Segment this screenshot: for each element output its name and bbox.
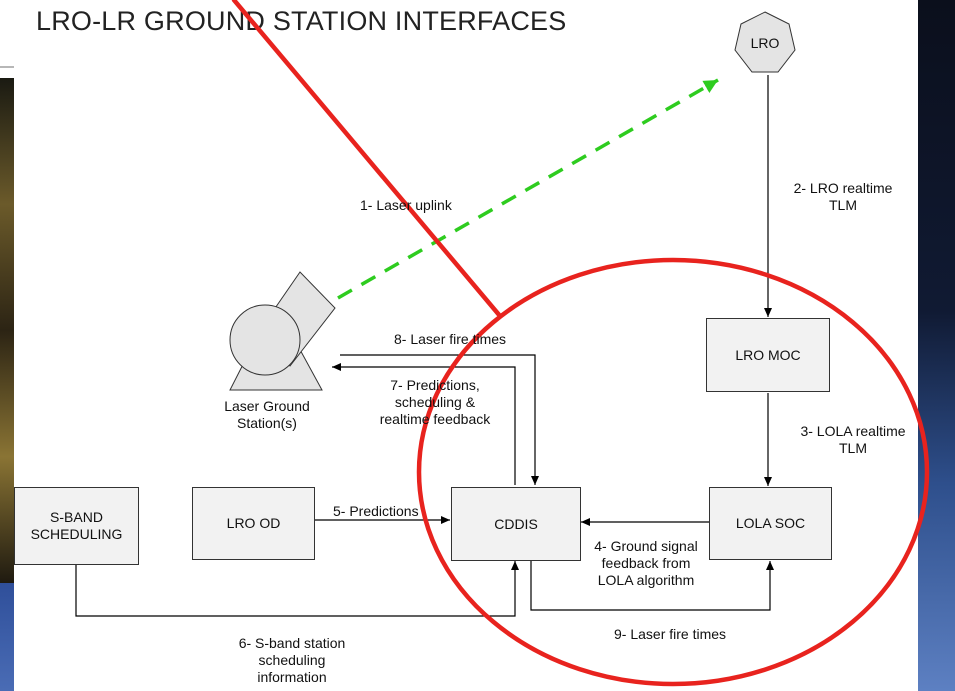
- lro-od-label: LRO OD: [226, 515, 281, 532]
- edge-label-lola-realtime: 3- LOLA realtime TLM: [788, 423, 918, 457]
- laser-gs-line1: Laser Ground: [224, 398, 310, 414]
- slide-divider: [0, 66, 14, 68]
- red-annotation-slash: [231, 0, 503, 319]
- edge-label-laser-fire-times-8: 8- Laser fire times: [394, 331, 507, 347]
- edge-label-laser-fire-times-9: 9- Laser fire times: [614, 626, 727, 642]
- lro-moc-label: LRO MOC: [735, 346, 801, 363]
- laser-uplink-arrow: [337, 78, 719, 300]
- edge-label-7-line1: 7- Predictions,: [390, 377, 480, 393]
- edge-label-4-line3: LOLA algorithm: [597, 572, 695, 589]
- sband-label-line2: SCHEDULING: [30, 526, 123, 542]
- sband-scheduling-box: S-BAND SCHEDULING: [14, 487, 139, 565]
- laser-ground-station-label: Laser Ground Station(s): [200, 398, 334, 432]
- edge-label-7-line3: realtime feedback: [379, 411, 491, 428]
- red-annotation-ellipse: [416, 257, 930, 687]
- edge-label-6-line2: scheduling: [258, 652, 326, 669]
- edge-label-sband-info: 6- S-band station scheduling information: [224, 635, 360, 686]
- background-blue-strip-left: [0, 583, 14, 691]
- edge-label-predictions: 5- Predictions: [333, 503, 419, 519]
- diagram-title: LRO-LR GROUND STATION INTERFACES: [36, 6, 567, 36]
- edge-cddis-to-gs: [332, 363, 516, 485]
- cddis-label: CDDIS: [494, 515, 538, 532]
- lro-od-box: LRO OD: [192, 487, 315, 560]
- background-blue-strip-right: [918, 0, 955, 691]
- edge-label-4-line2: feedback from: [601, 555, 691, 572]
- lro-node-shape: [734, 11, 796, 73]
- lola-soc-box: LOLA SOC: [709, 487, 832, 560]
- edge-label-2-line1: 2- LRO realtime: [793, 180, 893, 196]
- edge-label-2-line2: TLM: [829, 197, 857, 214]
- edge-label-7-line2: scheduling &: [394, 394, 476, 411]
- edge-gs-to-cddis: [340, 354, 539, 485]
- edge-label-6-line3: information: [257, 669, 327, 686]
- lro-moc-box: LRO MOC: [706, 318, 830, 392]
- edge-label-ground-signal: 4- Ground signal feedback from LOLA algo…: [581, 538, 711, 589]
- edge-label-lro-realtime: 2- LRO realtime TLM: [783, 180, 903, 214]
- background-photo-strip: [0, 78, 14, 583]
- edge-sband-to-cddis: [75, 561, 519, 617]
- edge-label-predictions-scheduling: 7- Predictions, scheduling & realtime fe…: [365, 377, 505, 428]
- edge-label-6-line1: 6- S-band station: [238, 635, 346, 651]
- edge-label-3-line1: 3- LOLA realtime: [800, 423, 906, 439]
- lola-soc-label: LOLA SOC: [735, 515, 806, 532]
- edge-label-3-line2: TLM: [839, 440, 867, 457]
- edge-label-laser-uplink: 1- Laser uplink: [360, 197, 452, 213]
- edge-label-4-line1: 4- Ground signal: [594, 538, 698, 554]
- laser-ground-station-icon: [229, 271, 336, 391]
- lro-node-label: LRO: [750, 35, 780, 51]
- cddis-box: CDDIS: [451, 487, 581, 561]
- edge-cddis-to-soc: [530, 561, 774, 611]
- sband-label-line1: S-BAND: [50, 509, 103, 526]
- laser-gs-line2: Station(s): [237, 415, 297, 432]
